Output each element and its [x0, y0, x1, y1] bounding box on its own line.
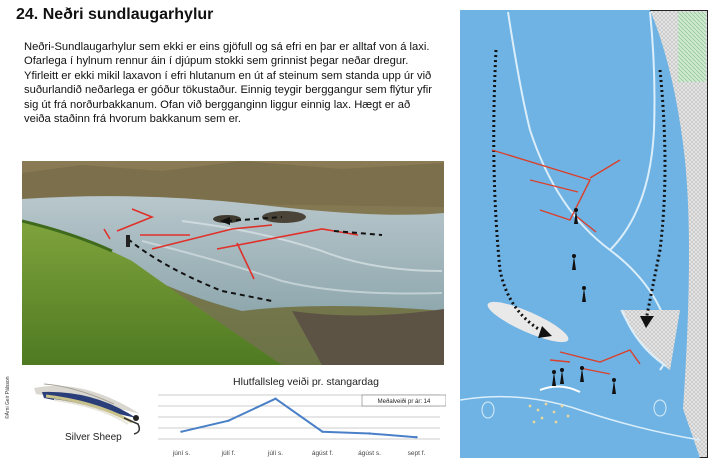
chart-point: [227, 419, 230, 422]
chart-tick-label: ágúst f.: [312, 450, 334, 457]
chart-series-line: [181, 397, 417, 439]
chart-tick-label: júní s.: [172, 450, 191, 457]
fly-name: Silver Sheep: [65, 432, 122, 443]
page-title: 24. Neðri sundlaugarhylur: [16, 6, 214, 23]
pool-map: [459, 9, 709, 459]
description-intro: Neðri-Sundlaugarhylur sem ekki er eins g…: [24, 41, 430, 53]
chart-annotation: Meðalveiði pr ár: 14: [378, 398, 431, 405]
chart-tick-label: júlí s.: [267, 450, 283, 457]
description: Neðri-Sundlaugarhylur sem ekki er eins g…: [24, 40, 434, 126]
pool-photo: [22, 161, 444, 365]
chart-point: [180, 430, 183, 433]
chart-tick-label: sept f.: [408, 450, 426, 457]
chart-tick-label: júlí f.: [221, 450, 236, 457]
chart-title: Hlutfallsleg veiði pr. stangardag: [233, 376, 379, 388]
pool-photo-illustration: [22, 161, 444, 365]
pool-map-illustration: [459, 9, 709, 459]
photo-credit: ©Árni Geir Pálsson: [5, 376, 11, 419]
chart-point: [415, 435, 418, 439]
catch-chart-svg: Hlutfallsleg veiði pr. stangardag Meðalv…: [158, 376, 447, 457]
description-body: Ofarlega í hylnum rennur áin í djúpum st…: [24, 55, 432, 126]
chart-tick-label: ágúst s.: [358, 450, 381, 457]
chart-point: [274, 397, 277, 400]
catch-chart: Hlutfallsleg veiði pr. stangardag Meðalv…: [150, 373, 447, 465]
salmon-fly-icon: [34, 383, 141, 435]
fly-illustration: [24, 374, 148, 438]
chart-point: [321, 430, 324, 433]
chart-point: [368, 432, 371, 435]
